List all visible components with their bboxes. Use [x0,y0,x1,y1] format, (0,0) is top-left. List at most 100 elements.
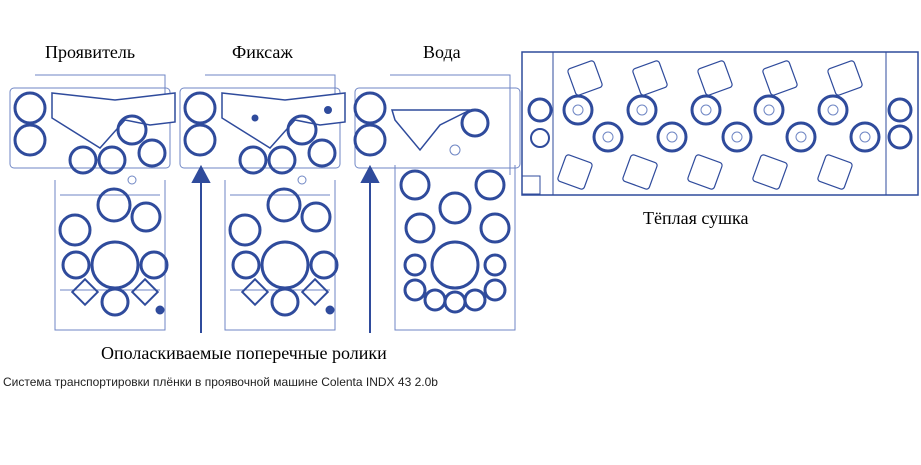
roller [785,121,817,153]
roller [238,145,268,175]
roller [483,278,507,302]
dot [251,114,259,122]
roller [97,145,127,175]
roller [530,128,550,148]
roller [353,91,387,125]
roller [817,94,849,126]
arrows [191,164,380,333]
rack-top-frame [179,87,341,169]
roller [228,213,262,247]
roller-hub [700,104,712,116]
roller [849,121,881,153]
roller [562,94,594,126]
roller [139,250,169,280]
roller-hub [572,104,584,116]
roller [286,114,318,146]
roller [13,123,47,157]
roller [353,123,387,157]
roller [183,123,217,157]
roller [231,250,261,280]
roller [753,94,785,126]
rack-frame [35,74,166,331]
label-dryer: Тёплая сушка [643,208,749,228]
sensor-box [521,175,541,195]
diamond-guide [240,277,270,307]
rack-water [353,74,521,331]
guide-plate [827,60,863,96]
guide-plate [697,60,733,96]
roller [483,253,507,277]
roller [463,288,487,312]
nut [449,144,461,156]
guide-plate [632,60,668,96]
roller [270,287,300,317]
arrow-head-2 [360,164,380,183]
roller-hub [666,131,678,143]
roller [300,201,332,233]
roller-hub [827,104,839,116]
roller [116,114,148,146]
guide-plate [567,60,603,96]
arrow-head-1 [191,164,211,183]
rack [9,74,176,331]
roller-hub [763,104,775,116]
roller [423,288,447,312]
roller [183,91,217,125]
roller-hub [859,131,871,143]
roller [438,191,472,225]
roller-hub [731,131,743,143]
roller [460,108,490,138]
roller [592,121,624,153]
roller [527,97,553,123]
roller [68,145,98,175]
roller [690,94,722,126]
roller [266,187,302,223]
dot [155,305,165,315]
label-fixer: Фиксаж [232,42,293,62]
dot [325,305,335,315]
roller [96,187,132,223]
label-water: Вода [423,42,461,62]
dot [324,106,332,114]
guide-plate [557,154,593,190]
caption: Система транспортировки плёнки в проявоч… [3,375,438,389]
roller-hub [795,131,807,143]
roller [479,212,511,244]
label-developer: Проявитель [45,42,136,62]
roller [443,290,467,314]
guide-plate [752,154,788,190]
roller [887,124,913,150]
diamond-guide [70,277,100,307]
nut [297,175,307,185]
roller [430,240,480,290]
roller [267,145,297,175]
label-rinse-rollers: Ополаскиваемые поперечные ролики [101,343,387,363]
roller-hub [636,104,648,116]
crossover-guide [221,92,346,149]
rack-frame [390,74,516,331]
crossover-guide [390,109,471,152]
roller [13,91,47,125]
diamond-guide [130,277,160,307]
roller [100,287,130,317]
guide-plate [817,154,853,190]
roller [403,278,427,302]
guide-plate [622,154,658,190]
rack [179,74,346,331]
roller [137,138,167,168]
rack-top-frame [9,87,171,169]
roller [90,240,140,290]
roller [309,250,339,280]
rack-frame [205,74,336,331]
dryer-frame [521,51,919,196]
roller [61,250,91,280]
roller [260,240,310,290]
roller [656,121,688,153]
guide-plate [687,154,723,190]
nut [127,175,137,185]
roller [130,201,162,233]
roller [626,94,658,126]
roller [404,212,436,244]
diamond-guide [300,277,330,307]
